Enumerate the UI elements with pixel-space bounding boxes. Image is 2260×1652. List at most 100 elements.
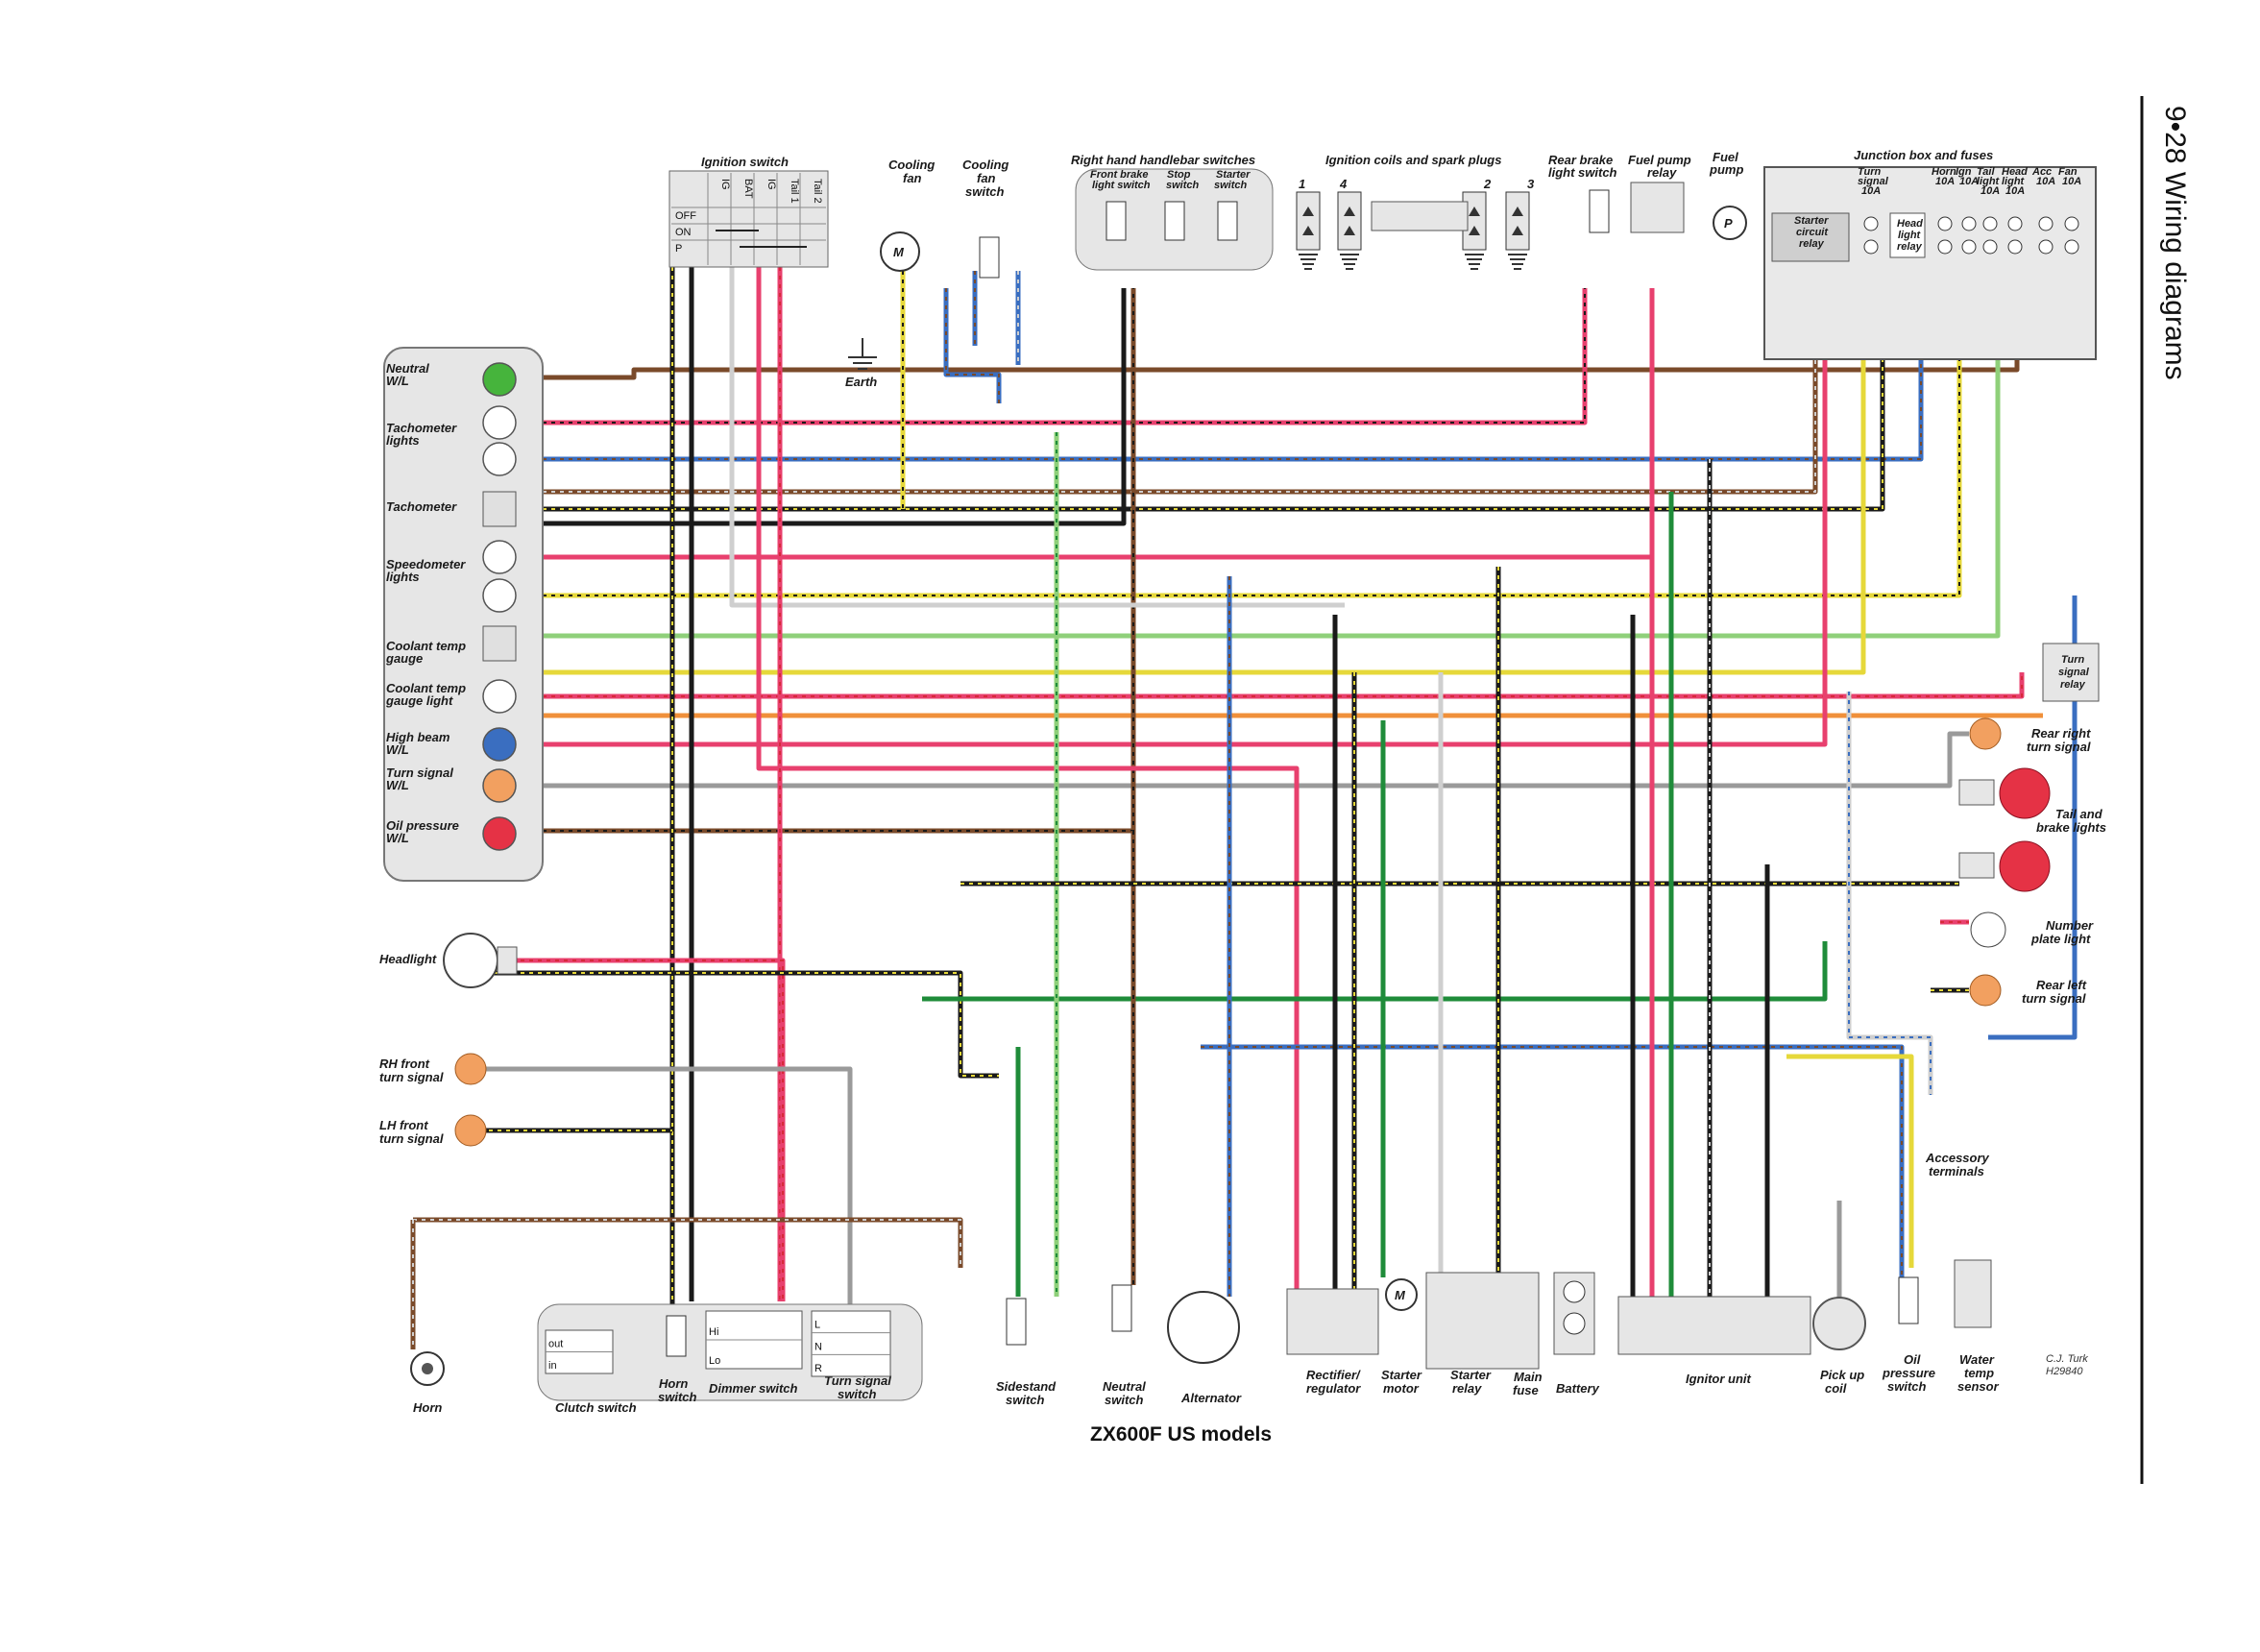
svg-text:signal: signal [2058, 667, 2090, 678]
panel-bulb-icon [482, 540, 517, 574]
fuel-pump-relay-icon [1630, 182, 1685, 233]
clutch-switch-grid-row: out [548, 1339, 563, 1350]
starter-switch-icon [1217, 201, 1238, 241]
fan-motor-icon [880, 231, 920, 272]
wire [543, 288, 1588, 425]
lh-front-turn-bulb [454, 1114, 487, 1147]
svg-text:Horn: Horn [659, 1376, 688, 1391]
panel-sublabel-6: W/L [386, 742, 409, 757]
fuse-label-1: Horn [1932, 166, 1956, 178]
wire-tracer [413, 1219, 961, 1268]
panel-bulb-icon [482, 679, 517, 714]
svg-text:light switch: light switch [1092, 180, 1151, 191]
rear-lights: Rear right turn signal Tail and brake li… [1925, 717, 2106, 1178]
panel-label-0: Neutral [386, 361, 429, 376]
wire [543, 288, 1127, 526]
coil-number-0: 1 [1299, 177, 1305, 191]
alternator-label: Alternator [1180, 1391, 1242, 1405]
panel-sublabel-8: W/L [386, 831, 409, 845]
svg-text:relay: relay [1647, 165, 1677, 180]
fuel-pump-symbol: P [1724, 216, 1733, 231]
instrument-panel: NeutralW/LTachometerlightsTachometerSpee… [383, 347, 544, 882]
panel-sublabel-0: W/L [386, 374, 409, 388]
ignition-column-label: IG [765, 179, 777, 190]
junction-box-label: Junction box and fuses [1854, 148, 1993, 162]
headlight-label: Headlight [379, 952, 437, 966]
fuse-rating-1: 10A [1935, 176, 1955, 187]
alternator-icon [1167, 1291, 1240, 1364]
turn-switch-grid-row: L [814, 1320, 820, 1331]
svg-text:light switch: light switch [1548, 165, 1617, 180]
svg-text:Sidestand: Sidestand [996, 1379, 1057, 1394]
ignition-coil-icon [1337, 191, 1362, 251]
wire [1201, 1044, 1905, 1277]
svg-text:RH front: RH front [379, 1057, 430, 1071]
fan-switch-label-2: fan [977, 171, 996, 185]
svg-text:switch: switch [838, 1387, 877, 1401]
svg-text:turn signal: turn signal [2027, 740, 2091, 754]
fuse-icon [2064, 216, 2079, 231]
svg-text:Number: Number [2046, 918, 2094, 933]
fuse-icon [1937, 216, 1953, 231]
fuse-label-0: Turn [1858, 166, 1882, 178]
wire [543, 288, 1866, 675]
svg-text:Accessory: Accessory [1925, 1151, 1990, 1165]
panel-bulb-icon [482, 442, 517, 476]
headlight-relay-icon [1889, 212, 1926, 258]
svg-text:Rear right: Rear right [2031, 726, 2091, 741]
fan-switch-label-1: Cooling [962, 158, 1008, 172]
wire-tracer [543, 288, 1816, 493]
wire-tracer [543, 288, 1586, 424]
wire [480, 1066, 853, 1306]
wire [922, 941, 1828, 1002]
wire [543, 288, 2001, 639]
ignition-column-label: IG [719, 179, 731, 190]
horn: Horn [410, 1351, 445, 1415]
number-plate-bulb [1970, 911, 2006, 948]
panel-bulb-icon [482, 816, 517, 851]
turn-switch-grid-row: R [814, 1363, 822, 1374]
headlight-bulb [443, 933, 498, 988]
svg-text:Turn signal: Turn signal [824, 1373, 891, 1388]
rear-brake-switch-icon [1589, 189, 1610, 233]
fuse-label-2: Ign [1956, 166, 1972, 178]
panel-sublabel-7: W/L [386, 778, 409, 792]
fuse-icon [1982, 216, 1998, 231]
cooling-fan: Cooling fan M Cooling fan switch Earth [845, 158, 1008, 389]
ignition-column-label: Tail 1 [789, 179, 800, 204]
fuel-pump-icon [1713, 206, 1747, 240]
fan-switch-icon [979, 236, 1000, 279]
clutch-switch-label: Clutch switch [555, 1400, 637, 1415]
ignition-coil-icon [1505, 191, 1530, 251]
horn-label: Horn [413, 1400, 442, 1415]
pickup-coil-icon [1812, 1297, 1866, 1350]
fuse-rating-0: 10A [1861, 185, 1881, 197]
ignition-row-label: OFF [675, 210, 696, 222]
fuse-icon [1863, 216, 1879, 231]
panel-label-4: Coolant temp [386, 639, 466, 653]
svg-text:brake lights: brake lights [2036, 820, 2106, 835]
wire [451, 970, 999, 1079]
wire [1786, 1054, 1914, 1268]
earth-label: Earth [845, 375, 877, 389]
earth-icon [848, 338, 877, 370]
wire-tracer [1201, 1046, 1903, 1277]
tail-light-bulb-1 [1999, 767, 2051, 819]
svg-text:Tail and: Tail and [2055, 807, 2103, 821]
fan-motor-symbol: M [893, 245, 905, 259]
wire [543, 288, 1924, 462]
svg-text:temp: temp [1964, 1366, 1994, 1380]
ignitor-unit-icon [1617, 1296, 1811, 1355]
wire-tracer [451, 972, 999, 1077]
starter-relay-icon [1425, 1272, 1540, 1370]
svg-text:Rectifier/: Rectifier/ [1306, 1368, 1361, 1382]
panel-label-8: Oil pressure [386, 818, 459, 833]
svg-text:Neutral: Neutral [1103, 1379, 1146, 1394]
starter-motor-symbol: M [1395, 1288, 1406, 1302]
panel-bulb-icon [482, 362, 517, 397]
fuse-sublabel-4: light [2002, 176, 2026, 187]
coil-number-1: 4 [1339, 177, 1348, 191]
wire-tracer [543, 288, 1922, 460]
panel-bulb-icon [482, 727, 517, 762]
wire-tracer [945, 288, 1000, 403]
